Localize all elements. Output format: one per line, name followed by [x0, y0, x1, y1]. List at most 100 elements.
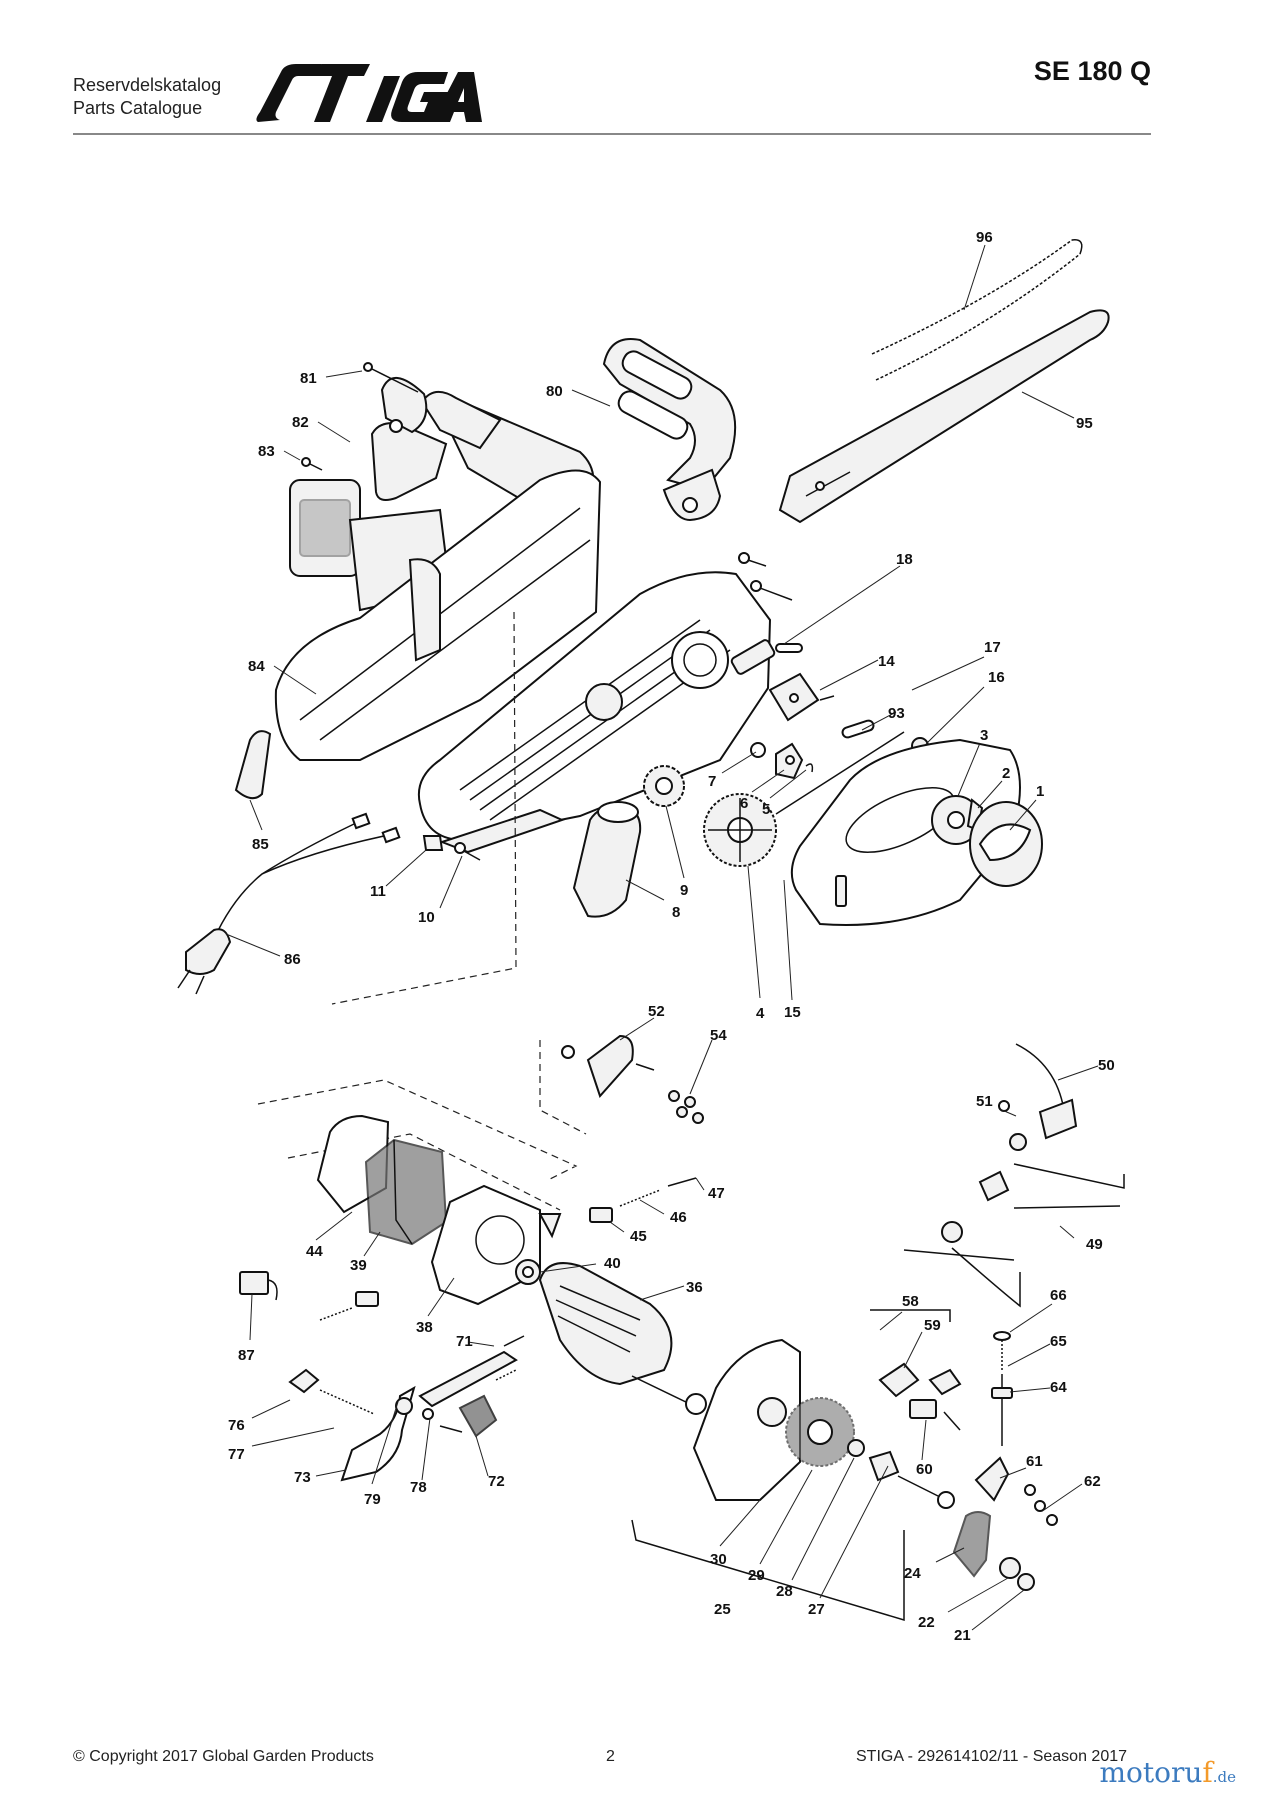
callout-4: 4 [756, 1005, 765, 1022]
switch-block [239, 1271, 379, 1321]
callout-11: 11 [370, 883, 386, 900]
gearbox-housing [692, 1338, 939, 1501]
carbon-brushes [589, 1177, 697, 1223]
callout-64: 64 [1050, 1379, 1067, 1396]
front-hand-guard [602, 338, 737, 522]
callout-79: 79 [364, 1491, 381, 1508]
housing-screws [422, 835, 481, 861]
callout-84: 84 [248, 658, 265, 675]
oil-line [941, 1043, 1078, 1243]
handle-screw [301, 457, 323, 471]
callout-8: 8 [672, 904, 680, 921]
cover-knob [969, 801, 1043, 887]
callout-85: 85 [252, 836, 269, 853]
callout-38: 38 [416, 1319, 433, 1336]
callout-78: 78 [410, 1479, 427, 1496]
callout-47: 47 [708, 1185, 725, 1202]
stator-housing [316, 1114, 448, 1246]
gear-cover-plate [937, 1491, 1035, 1591]
catalogue-title-swedish: Reservdelskatalog [73, 75, 222, 95]
callout-62: 62 [1084, 1473, 1101, 1490]
callout-66: 66 [1050, 1287, 1067, 1304]
model-number: SE 180 Q [1033, 56, 1151, 86]
mounting-bracket [974, 1456, 1058, 1526]
catalogue-title-english: Parts Catalogue [73, 98, 203, 118]
oil-pump [991, 1331, 1013, 1446]
oil-tank [572, 801, 642, 918]
callout-96: 96 [976, 229, 993, 246]
callout-15: 15 [784, 1004, 801, 1021]
callout-82: 82 [292, 414, 309, 431]
callout-7: 7 [708, 773, 716, 790]
motor-shell [430, 1184, 562, 1306]
callout-24: 24 [904, 1565, 921, 1582]
callout-22: 22 [918, 1614, 935, 1631]
watermark-tld: .de [1212, 1768, 1236, 1786]
copyright-notice: © Copyright 2017 Global Garden Products [73, 1748, 374, 1765]
callout-81: 81 [300, 370, 317, 387]
callout-51: 51 [976, 1093, 993, 1110]
callout-72: 72 [488, 1473, 505, 1490]
callout-39: 39 [350, 1257, 367, 1274]
callout-25: 25 [714, 1601, 731, 1618]
drive-gear [643, 765, 685, 807]
leader-lines [225, 244, 1099, 1631]
chain-guide-plate [841, 719, 875, 739]
callout-2: 2 [1002, 765, 1010, 782]
bar-bolts [738, 552, 793, 601]
callout-16: 16 [988, 669, 1005, 686]
callout-58: 58 [902, 1293, 919, 1310]
document-id: STIGA - 292614102/11 - Season 2017 [856, 1748, 1128, 1765]
callout-77: 77 [228, 1446, 245, 1463]
callout-17: 17 [984, 639, 1001, 656]
callout-27: 27 [808, 1601, 825, 1618]
callout-59: 59 [924, 1317, 941, 1334]
main-housing [418, 571, 776, 854]
callout-10: 10 [418, 909, 435, 926]
stiga-logo [256, 64, 482, 122]
callout-6: 6 [740, 795, 748, 812]
callout-87: 87 [238, 1347, 255, 1364]
header-divider [73, 133, 1151, 135]
brake-lever [418, 1335, 525, 1408]
callout-1: 1 [1036, 783, 1044, 800]
callout-65: 65 [1050, 1333, 1067, 1350]
bar-spacer [775, 643, 803, 653]
page-number: 2 [606, 1748, 615, 1765]
tensioner-wheel [703, 731, 905, 867]
callout-labels: 96 81 80 95 82 83 18 84 17 14 16 93 3 2 … [228, 229, 1115, 1644]
guide-bar [778, 309, 1110, 524]
gearbox-assembly-bracket [631, 1519, 905, 1622]
power-cord [177, 812, 401, 995]
callout-54: 54 [710, 1027, 727, 1044]
callout-46: 46 [670, 1209, 687, 1226]
callout-80: 80 [546, 383, 563, 400]
switch-bracket [422, 1394, 498, 1438]
callout-73: 73 [294, 1469, 311, 1486]
callout-14: 14 [878, 653, 895, 670]
callout-45: 45 [630, 1228, 647, 1245]
callout-3: 3 [980, 727, 988, 744]
callout-52: 52 [648, 1003, 665, 1020]
watermark-main: motoru [1099, 1756, 1203, 1789]
callout-76: 76 [228, 1417, 245, 1434]
handle-bolt [363, 362, 419, 393]
oil-assembly-bracket [951, 1247, 1021, 1308]
stiga-logo-letters [256, 64, 482, 122]
callout-40: 40 [604, 1255, 621, 1272]
oil-assembly-bracket-mid [1013, 1205, 1121, 1209]
callout-49: 49 [1086, 1236, 1103, 1253]
callout-61: 61 [1026, 1453, 1043, 1470]
callout-83: 83 [258, 443, 275, 460]
cable-sleeve [234, 730, 272, 800]
callout-95: 95 [1076, 415, 1093, 432]
callout-36: 36 [686, 1279, 703, 1296]
motor-assembly-bracket [257, 1079, 578, 1181]
callout-50: 50 [1098, 1057, 1115, 1074]
assembly-link-line [331, 611, 517, 1005]
saw-chain [871, 239, 1083, 381]
callout-93: 93 [888, 705, 905, 722]
callout-21: 21 [954, 1627, 971, 1644]
callout-86: 86 [284, 951, 301, 968]
